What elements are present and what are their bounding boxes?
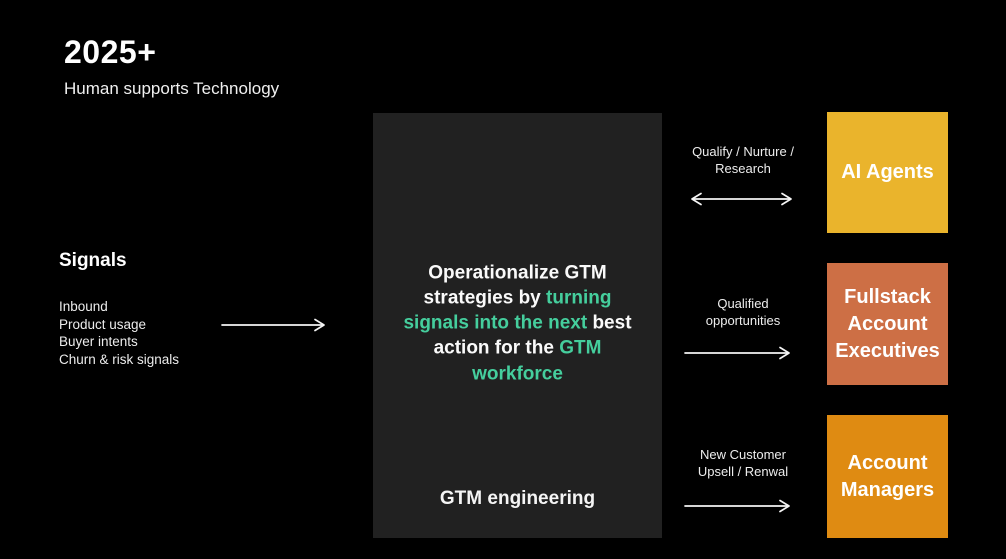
signals-list: Inbound Product usage Buyer intents Chur…: [59, 298, 179, 368]
role-box-account-managers: Account Managers: [827, 415, 948, 538]
message-segment-accent: turning signals into the next: [403, 287, 612, 334]
center-message: Operationalize GTM strategies by turning…: [392, 260, 643, 386]
signal-item: Buyer intents: [59, 334, 138, 349]
arrow-right-icon: [684, 499, 790, 513]
message-segment-accent: GTM workforce: [472, 337, 602, 384]
gtm-engineering-label: GTM engineering: [439, 488, 596, 509]
page-title: 2025+: [64, 34, 157, 70]
signals-to-center-arrow-icon: [221, 318, 325, 332]
role-box-label: AI Agents: [841, 161, 934, 183]
flow-label-line: New Customer: [700, 447, 786, 462]
double-arrow-icon: [691, 192, 792, 206]
flow-label-line: Qualified: [717, 296, 769, 311]
flow-label-qualified-opportunities: Qualified opportunities: [678, 295, 808, 329]
signal-item: Churn & risk signals: [59, 351, 180, 367]
role-box-label: Fullstack Account Executives: [835, 285, 940, 362]
slide-header: 2025+ Human supports Technology: [64, 34, 279, 99]
role-box-ai-agents: AI Agents: [827, 112, 948, 233]
flow-label-ai-agents: Qualify / Nurture / Research: [678, 143, 808, 177]
role-box-fullstack-aes: Fullstack Account Executives: [827, 263, 948, 385]
role-box-label: Account Managers: [840, 451, 935, 501]
gtm-engine-box: Operationalize GTM strategies by turning…: [373, 113, 662, 538]
signal-item: Product usage: [59, 316, 147, 332]
flow-label-new-customer: New Customer Upsell / Renwal: [678, 446, 808, 480]
signal-item: Inbound: [59, 299, 108, 314]
message-segment: Operationalize GTM strategies by: [423, 261, 607, 309]
arrow-right-icon: [684, 346, 790, 360]
flow-label-line: opportunities: [705, 313, 781, 328]
message-segment: best action for the: [433, 312, 632, 359]
flow-label-line: Qualify / Nurture /: [692, 144, 794, 159]
signals-heading: Signals: [59, 250, 127, 271]
page-subtitle: Human supports Technology: [64, 79, 280, 98]
flow-label-line: Research: [715, 161, 771, 176]
flow-label-line: Upsell / Renwal: [697, 464, 789, 479]
